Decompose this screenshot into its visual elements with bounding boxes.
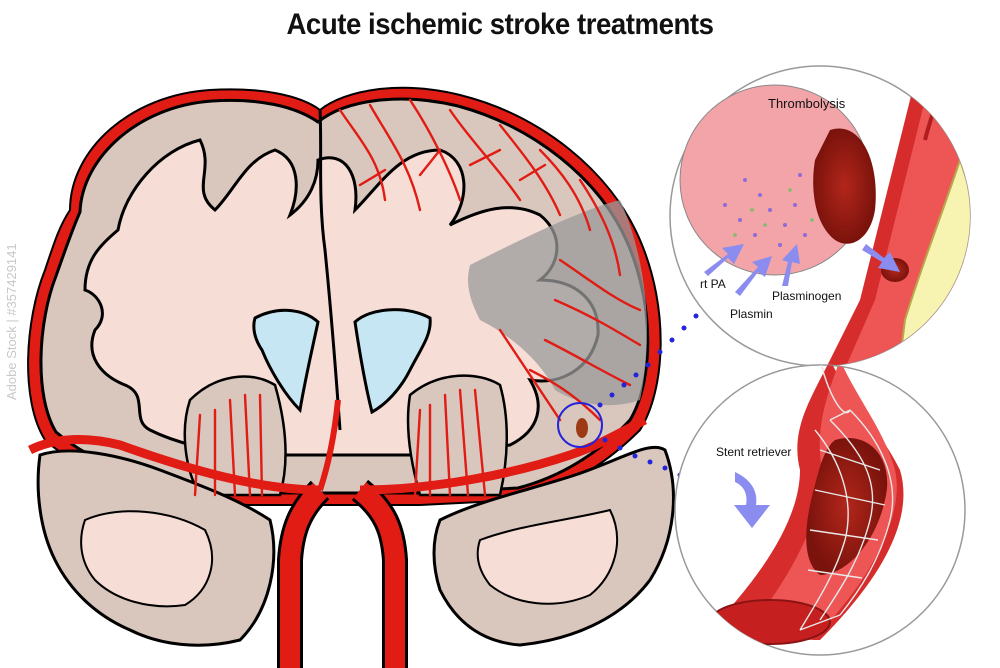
label-plasminogen: Plasminogen bbox=[772, 289, 841, 303]
page-title: Acute ischemic stroke treatments bbox=[286, 8, 714, 41]
stent-mesh bbox=[799, 409, 894, 631]
label-plasmin: Plasmin bbox=[730, 307, 773, 321]
clot-icon bbox=[576, 418, 588, 438]
arrow-icon bbox=[734, 472, 770, 528]
thrombus bbox=[813, 128, 876, 244]
connector-dots bbox=[597, 313, 699, 485]
infarct-zone bbox=[468, 200, 648, 406]
label-stent-retriever: Stent retriever bbox=[716, 445, 791, 459]
watermark: Adobe Stock | #357429141 bbox=[4, 243, 19, 400]
brain-coronal-section bbox=[27, 86, 675, 668]
label-rt-pa: rt PA bbox=[700, 277, 726, 291]
stent-retriever-inset: Stent retriever bbox=[674, 364, 966, 656]
thrombolysis-heading: Thrombolysis bbox=[768, 96, 846, 111]
left-ventricle bbox=[252, 308, 320, 414]
thrombolysis-inset: Thrombolysis rt PA Plasmin Plasminogen bbox=[669, 65, 971, 367]
right-ventricle bbox=[353, 308, 432, 415]
occlusion-marker bbox=[557, 402, 603, 448]
arrow-icon bbox=[704, 244, 900, 296]
